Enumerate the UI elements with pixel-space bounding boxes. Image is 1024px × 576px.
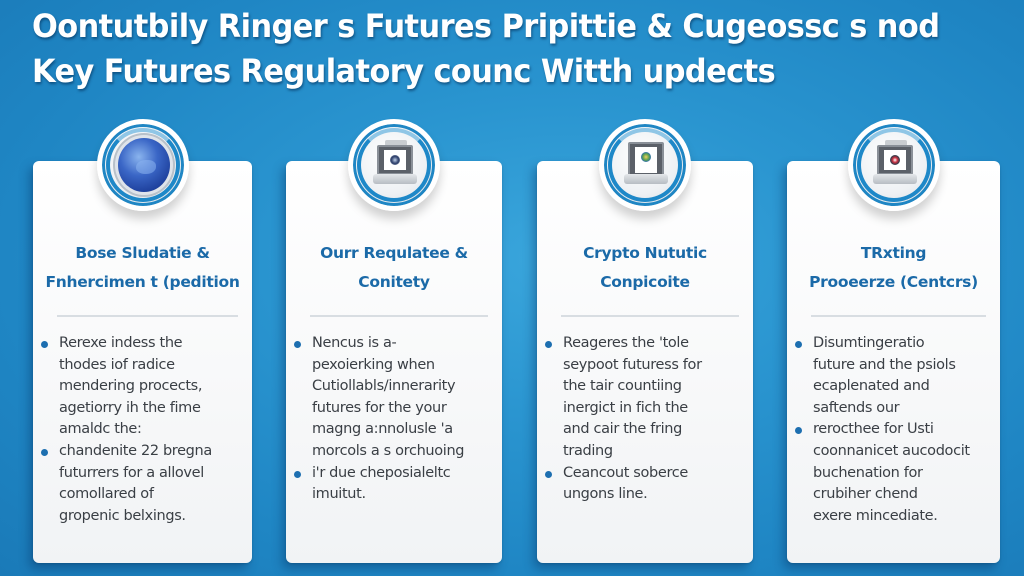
bullet-item: Ceancout soberce ungons line. (545, 463, 747, 506)
divider (310, 315, 488, 317)
bullet-dot-icon (41, 341, 48, 348)
bullet-list: Disumtingeratio future and the psiols ec… (795, 333, 994, 527)
crypto-terminal-icon (599, 119, 691, 211)
title-line-1: Oontutbily Ringer s Futures Pripittie & … (32, 7, 940, 45)
terminal-graphic (624, 140, 668, 190)
divider (57, 315, 238, 317)
card-trading-centers: TRxting Prooeerze (Centcrs) Disumtingera… (787, 119, 1000, 563)
card-title: Crypto Nututic Conpicoite (583, 244, 707, 291)
bullet-dot-icon (545, 470, 552, 478)
title-line-2: Key Futures Regulatory counc Witth updec… (32, 52, 776, 90)
bullet-dot-icon (294, 341, 301, 348)
bullet-item: chandenite 22 bregna futurrers for a all… (41, 441, 246, 527)
card-title: Bose Sludatie & Fnhercimen t (pedition (45, 244, 240, 291)
bullet-dot-icon (795, 427, 802, 435)
card-title: TRxting Prooeerze (Centcrs) (809, 244, 978, 291)
card-regulatee: Ourr Requlatee & Conitety Nencus is a- p… (286, 119, 502, 563)
card-crypto: Crypto Nututic Conpicoite Reageres the '… (537, 119, 753, 563)
bullet-dot-icon (545, 341, 552, 348)
bullet-item: Nencus is a- pexoierking when Cutiollabl… (294, 333, 496, 463)
bullet-list: Nencus is a- pexoierking when Cutiollabl… (294, 333, 496, 506)
bullet-dot-icon (41, 448, 48, 456)
bullet-dot-icon (294, 470, 301, 478)
bullet-list: Reageres the 'tole seypoot futuress for … (545, 333, 747, 506)
globe-graphic (117, 138, 170, 192)
bullet-item: Rerexe indess the thodes iof radice mend… (41, 333, 246, 441)
divider (561, 315, 739, 317)
bullet-item: i'r due cheposialeltc imuitut. (294, 463, 496, 506)
bullet-list: Rerexe indess the thodes iof radice mend… (41, 333, 246, 527)
card-title: Ourr Requlatee & Conitety (320, 244, 468, 291)
card-enforcement: Bose Sludatie & Fnhercimen t (pedition R… (33, 119, 252, 563)
bullet-item: Reageres the 'tole seypoot futuress for … (545, 333, 747, 463)
page-title: Oontutbily Ringer s Futures Pripittie & … (32, 4, 1012, 94)
bullet-item: rerocthee for Usti coonnanicet aucodocit… (795, 419, 994, 527)
bullet-dot-icon (795, 341, 802, 348)
trading-center-icon (847, 119, 940, 211)
terminal-graphic (373, 140, 417, 190)
trading-terminal-icon (348, 119, 440, 211)
globe-icon (96, 119, 189, 211)
bullet-item: Disumtingeratio future and the psiols ec… (795, 333, 994, 419)
terminal-graphic (872, 140, 917, 190)
divider (811, 315, 986, 317)
